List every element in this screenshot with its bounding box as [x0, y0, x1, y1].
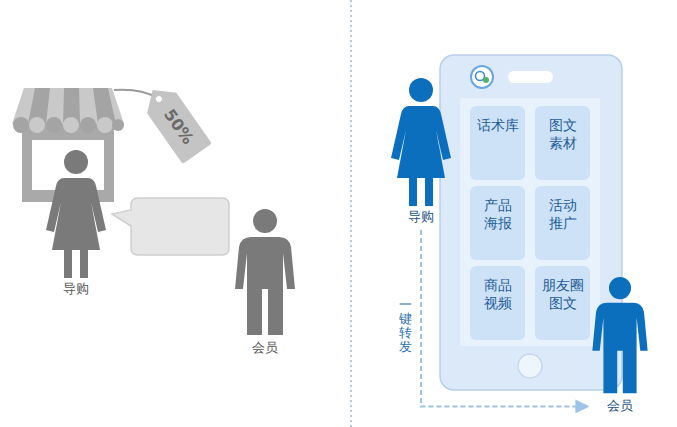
tile-label: 图文素材 [548, 117, 578, 152]
tag-body [138, 80, 212, 165]
person-head [253, 209, 277, 233]
person-silhouette [389, 78, 453, 206]
role-label: 会员 [607, 398, 633, 415]
role-label: 导购 [63, 281, 89, 298]
person-body [391, 106, 451, 206]
tile-label: 商品视频 [483, 277, 513, 312]
person-silhouette [233, 209, 297, 337]
tile-label: 话术库 [476, 117, 520, 135]
person-body [592, 303, 647, 393]
divider-line [350, 0, 352, 427]
feature-tile: 活动推广 [535, 186, 590, 260]
person-figure: 导购 [389, 78, 453, 226]
person-figure: 会员 [233, 209, 297, 357]
person-head [64, 150, 88, 174]
price-tag: 50% [138, 80, 212, 165]
tile-label: 朋友圈图文 [541, 277, 585, 312]
role-label: 导购 [408, 209, 434, 226]
person-silhouette [590, 277, 650, 395]
feature-tile: 产品海报 [470, 186, 525, 260]
feature-tile: 商品视频 [470, 266, 525, 340]
role-label: 会员 [252, 340, 278, 357]
feature-tile: 朋友圈图文 [535, 266, 590, 340]
person-head [409, 78, 433, 102]
person-figure: 会员 [590, 277, 650, 415]
person-body [46, 178, 106, 278]
tag-hole [155, 95, 163, 103]
feature-tile: 话术库 [470, 106, 525, 180]
person-head [609, 277, 631, 299]
feature-tile: 图文素材 [535, 106, 590, 180]
person-silhouette [44, 150, 108, 278]
person-body [235, 237, 295, 335]
tile-label: 产品海报 [483, 197, 513, 232]
speech-bubble [112, 198, 229, 255]
edge-label: 一键转发 [399, 298, 412, 355]
person-figure: 导购 [44, 150, 108, 298]
tile-label: 活动推广 [548, 197, 578, 232]
